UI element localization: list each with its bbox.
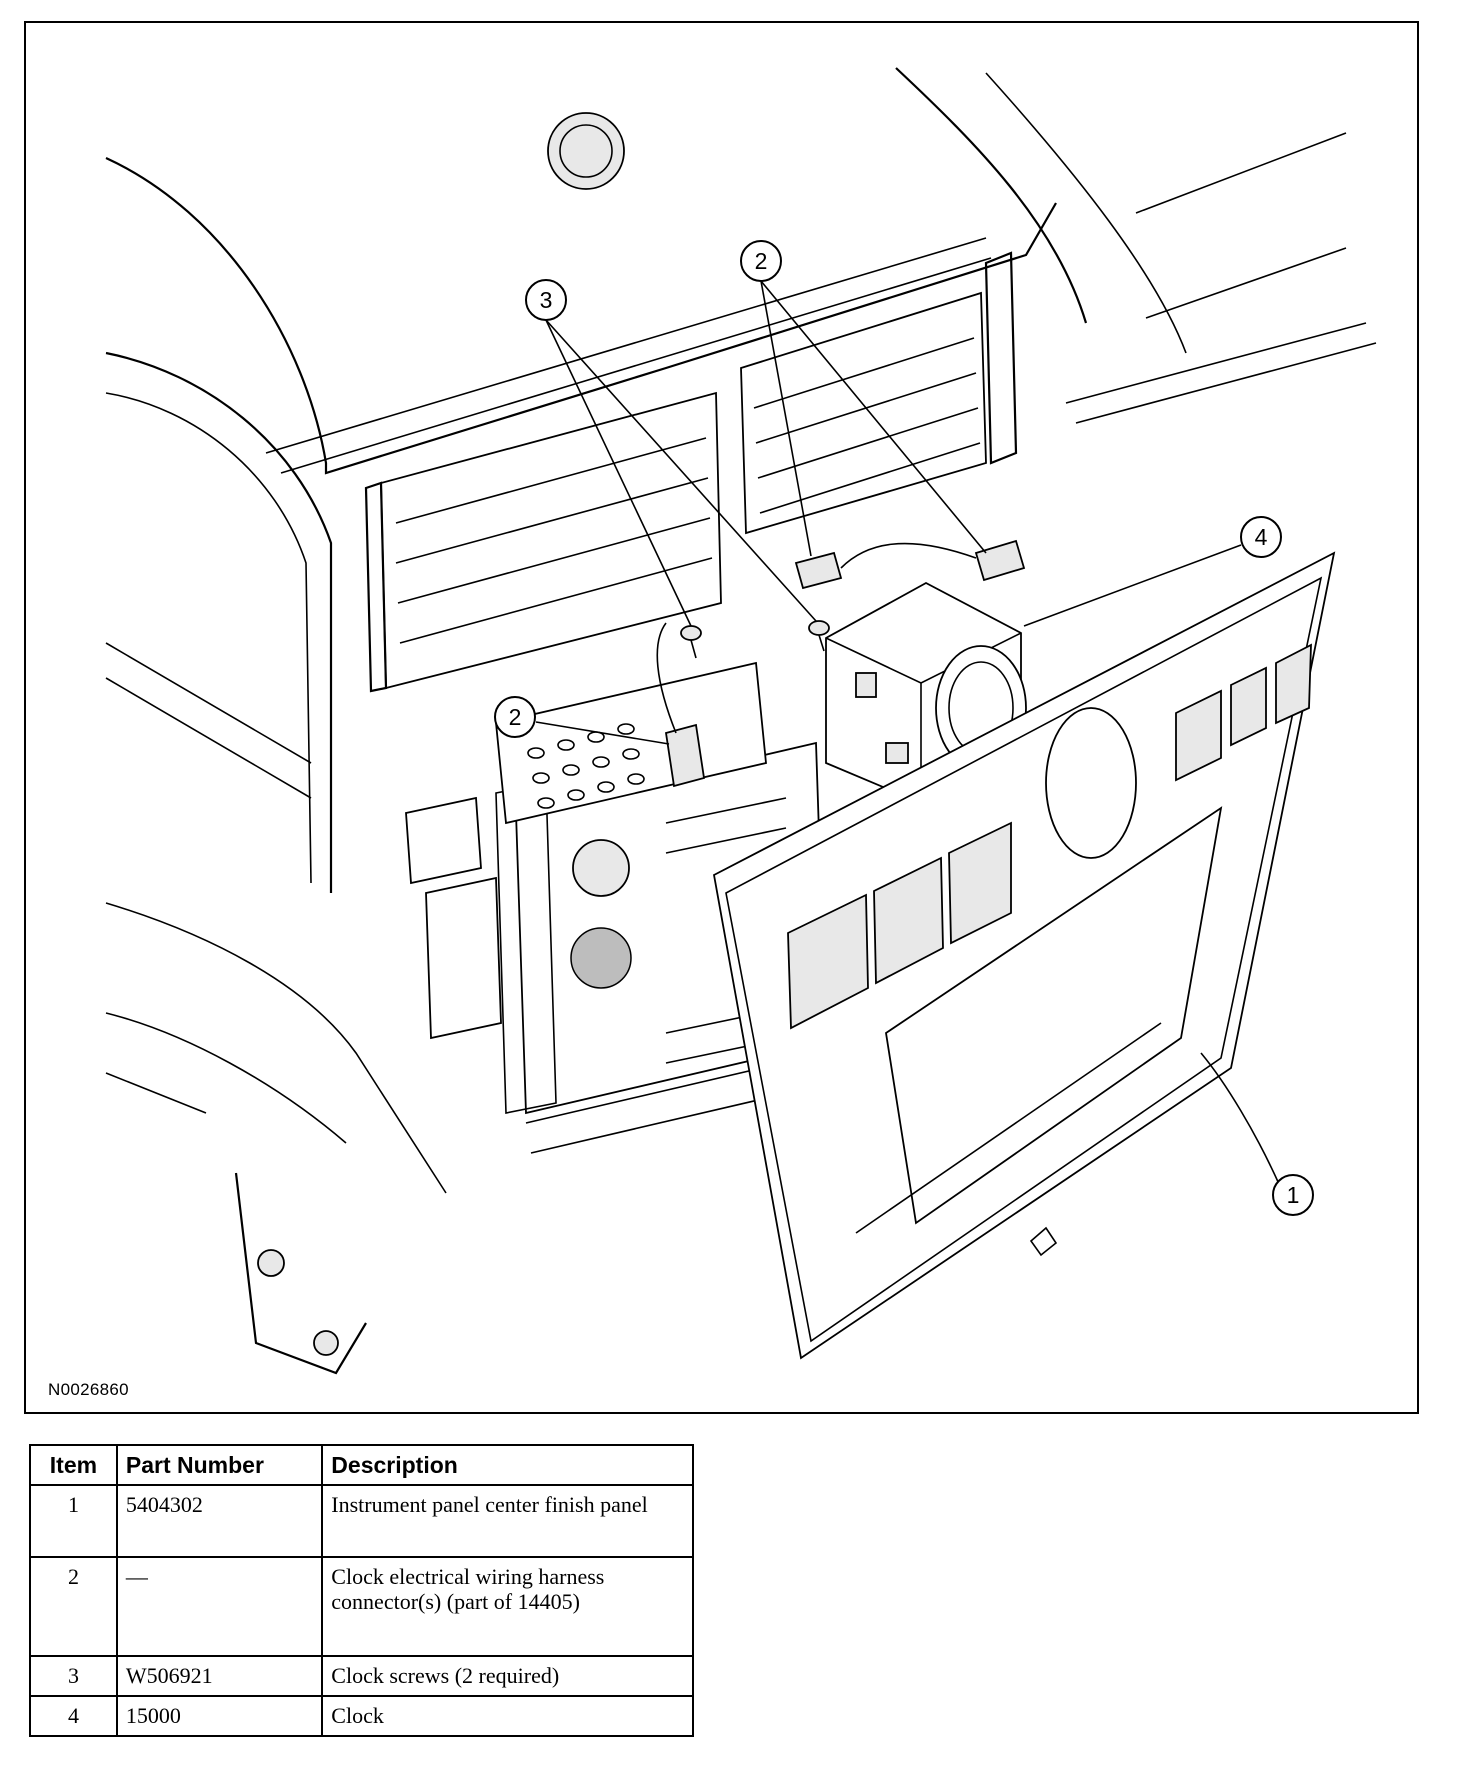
leader-item-2-left [535,721,670,745]
callout-item-2-top: 2 [740,240,782,282]
part-number-cell: W506921 [115,1655,324,1697]
table-row: 2 — Clock electrical wiring harness conn… [29,1556,694,1657]
finish-panel-button-row-upper [1175,643,1312,782]
leader-item-2-top-b [760,280,987,554]
table-row: 4 15000 Clock [29,1695,694,1737]
item-cell: 1 [29,1484,118,1558]
exploded-view-figure: 3 2 2 4 1 N0026860 [24,21,1419,1414]
description-cell: Clock [321,1695,694,1737]
clock-screw-right [808,620,830,652]
harness-connector-center [794,551,843,590]
finish-panel-center-opening [885,806,1223,1225]
column-header-item: Item [29,1444,118,1486]
leader-item-3-b [545,319,817,622]
description-cell: Instrument panel center finish panel [321,1484,694,1558]
radio-mounting-bracket [495,661,767,825]
svg-text:4: 4 [1255,524,1268,550]
callout-item-2-left: 2 [494,696,536,738]
left-air-vent [380,391,722,690]
part-number-cell: 5404302 [115,1484,324,1558]
part-number-cell: 15000 [115,1695,324,1737]
leader-item-4 [1023,544,1242,627]
item-cell: 2 [29,1556,118,1657]
svg-text:2: 2 [509,704,522,730]
description-cell: Clock screws (2 required) [321,1655,694,1697]
column-header-description: Description [321,1444,694,1486]
radio-knob-lower [570,927,632,989]
leader-item-1 [1200,1052,1280,1185]
parts-table: Item Part Number Description 1 5404302 I… [29,1444,694,1737]
part-number-cell: — [115,1556,324,1657]
item-cell: 4 [29,1695,118,1737]
svg-text:1: 1 [1287,1182,1300,1208]
leader-item-2-top-a [760,280,812,557]
side-connector-block [405,796,482,885]
description-cell: Clock electrical wiring harness connecto… [321,1556,694,1657]
callout-item-3: 3 [525,279,567,321]
figure-id-label: N0026860 [48,1380,129,1399]
leader-item-3-a [545,319,692,627]
dash-speaker-grille [547,112,625,190]
column-header-part-number: Part Number [115,1444,324,1486]
finish-panel-button-row-lower [787,821,1012,1030]
svg-text:3: 3 [540,287,553,313]
clock-screw-left [680,625,702,659]
callout-item-1: 1 [1272,1174,1314,1216]
table-row: 1 5404302 Instrument panel center finish… [29,1484,694,1558]
harness-connector-right [974,539,1026,582]
svg-text:2: 2 [755,248,768,274]
finish-panel-clock-opening [1045,707,1137,859]
instrument-panel-illustration: 3 2 2 4 1 [105,67,1377,1375]
dashboard-top-edge [105,157,1057,475]
harness-connector-left [664,723,706,788]
parts-table-header-row: Item Part Number Description [29,1444,694,1486]
item-cell: 3 [29,1655,118,1697]
table-row: 3 W506921 Clock screws (2 required) [29,1655,694,1697]
callout-item-4: 4 [1240,516,1282,558]
radio-knob-upper [572,839,630,897]
right-air-vent [740,291,987,535]
